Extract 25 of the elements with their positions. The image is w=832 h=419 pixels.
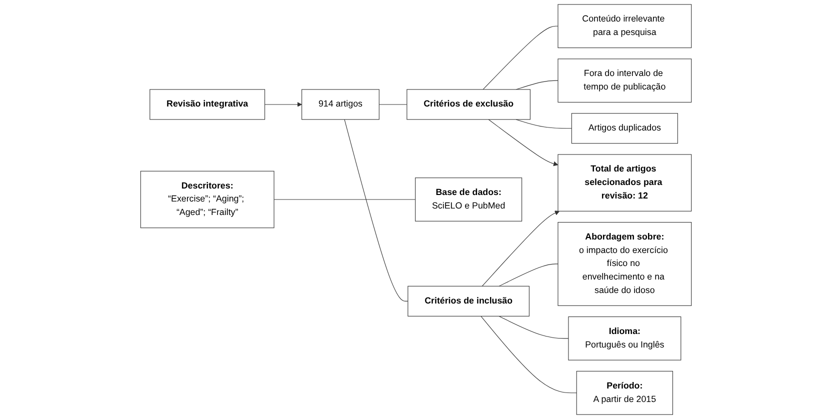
connector: [480, 316, 577, 394]
connector: [516, 119, 572, 129]
arrow: [264, 102, 302, 107]
connector: [344, 119, 408, 302]
connector: [482, 26, 558, 90]
node-box: 914 artigos: [302, 89, 380, 120]
connector: [498, 264, 558, 286]
node-box: Conteúdo irrelevante para a pesquisa: [558, 4, 692, 48]
node-box: Total de artigos selecionados para revisão: 12: [558, 154, 692, 212]
connector: [516, 80, 558, 90]
node-box: Revisão integrativa: [150, 89, 266, 120]
node-box: Período: A partir de 2015: [576, 370, 673, 415]
node-box: Descritores: “Exercise”; “Aging”; “Aged”; “Frailty”: [140, 170, 274, 228]
arrow: [488, 119, 558, 166]
node-box: Idioma: Português ou Inglês: [568, 316, 682, 360]
node-box: Base de dados: SciELO e PubMed: [415, 178, 522, 222]
connector: [498, 316, 569, 339]
connector: [274, 199, 416, 200]
node-box: Critérios de exclusão: [406, 89, 530, 120]
node-box: Fora do intervalo de tempo de publicação: [558, 58, 692, 103]
node-box: Critérios de inclusão: [408, 286, 530, 316]
node-box: Artigos duplicados: [571, 113, 678, 144]
node-box: Abordagem sobre: o impacto do exercício físico no envelhecimento e na saúde do idoso: [558, 222, 692, 306]
connector: [378, 104, 408, 105]
arrow: [482, 210, 560, 286]
